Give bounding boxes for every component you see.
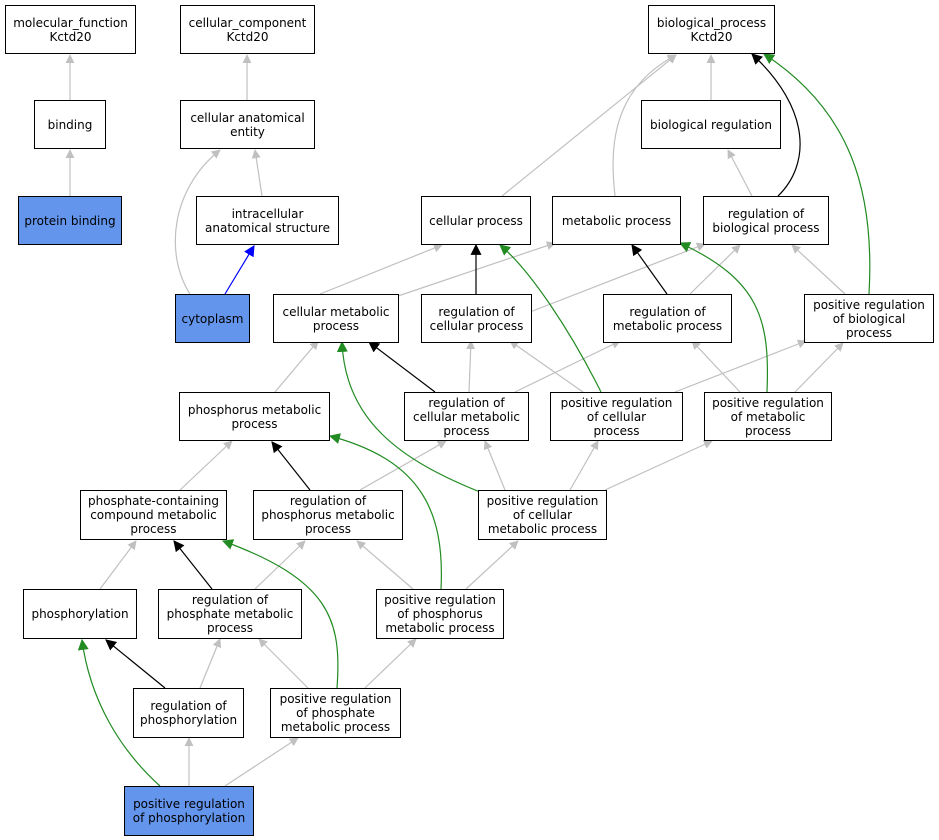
node-phosphorus-metabolic-process[interactable]: phosphorus metabolic process bbox=[179, 392, 330, 441]
edge-phosphate-cont-phos-met bbox=[179, 440, 233, 491]
edge-reg-phos-met-phos-met bbox=[271, 441, 311, 491]
edge-pos-reg-phos-met-pos-reg-cell-met bbox=[465, 540, 519, 590]
node-positive-regulation-of-biological-process[interactable]: positive regulation of biological proces… bbox=[804, 294, 934, 343]
node-metabolic-process[interactable]: metabolic process bbox=[552, 196, 681, 245]
node-cellular-metabolic-process[interactable]: cellular metabolic process bbox=[273, 294, 399, 343]
edge-pos-reg-phosphate-met-reg-phosphate-met bbox=[258, 638, 309, 689]
edge-reg-cell-met-reg-cell bbox=[466, 340, 476, 393]
edge-pos-reg-phos-met-phos-met bbox=[328, 433, 443, 590]
edge-pos-reg-met-reg-met bbox=[691, 340, 741, 393]
node-regulation-of-cellular-process[interactable]: regulation of cellular process bbox=[421, 294, 532, 343]
edge-pos-reg-cell-met-cell-met bbox=[336, 340, 481, 493]
node-cellular-component-root[interactable]: cellular_component Kctd20 bbox=[180, 5, 315, 54]
edge-reg-phosphate-met-phosphate-cont bbox=[173, 540, 213, 590]
edge-pos-reg-bio-bp bbox=[763, 53, 871, 295]
edge-pos-reg-phosphate-met-phosphate-cont bbox=[221, 539, 339, 689]
edge-cell-proc-bp bbox=[501, 54, 677, 197]
node-protein-binding[interactable]: protein binding bbox=[18, 196, 122, 245]
node-positive-regulation-of-phosphorylation[interactable]: positive regulation of phosphorylation bbox=[124, 786, 254, 836]
edge-pos-reg-cell-reg-cell bbox=[509, 340, 584, 393]
edge-pos-reg-phos-met-reg-phos-met bbox=[356, 540, 414, 590]
node-regulation-of-cellular-metabolic-process[interactable]: regulation of cellular metabolic process bbox=[404, 392, 529, 441]
node-cellular-anatomical-entity[interactable]: cellular anatomical entity bbox=[180, 100, 315, 149]
node-positive-regulation-of-metabolic-process[interactable]: positive regulation of metabolic process bbox=[704, 392, 832, 441]
edge-pos-reg-met-met-proc-reg bbox=[679, 242, 769, 393]
node-positive-regulation-of-cellular-process[interactable]: positive regulation of cellular process bbox=[550, 392, 683, 441]
edge-pos-reg-met-pos-reg-bio bbox=[794, 342, 844, 393]
node-positive-regulation-of-phosphate-metabolic-process[interactable]: positive regulation of phosphate metabol… bbox=[270, 688, 401, 738]
edge-pos-reg-cell-cell-proc bbox=[499, 244, 602, 393]
node-binding[interactable]: binding bbox=[34, 100, 106, 149]
edge-pos-reg-cell-met-pos-reg-cell bbox=[569, 440, 599, 491]
edge-pos-reg-phosphate-met-pos-reg-phos-met bbox=[364, 638, 417, 689]
edge-pos-reg-phosphorylation-pos-reg-phosphate-met bbox=[224, 737, 299, 787]
node-molecular-function-root[interactable]: molecular_function Kctd20 bbox=[5, 5, 136, 54]
edge-reg-bio-bio-reg bbox=[727, 149, 753, 197]
node-cellular-process[interactable]: cellular process bbox=[421, 196, 531, 245]
edge-cell-met-cell-proc bbox=[319, 243, 443, 295]
edge-pos-reg-cell-met-reg-cell-met bbox=[483, 440, 506, 491]
edge-reg-cell-reg-bio bbox=[529, 242, 706, 313]
edge-reg-bio-bp bbox=[751, 53, 801, 197]
node-regulation-of-metabolic-process[interactable]: regulation of metabolic process bbox=[603, 294, 732, 343]
node-regulation-of-biological-process[interactable]: regulation of biological process bbox=[703, 196, 829, 245]
node-intracellular-anatomical-structure[interactable]: intracellular anatomical structure bbox=[196, 196, 339, 245]
edge-phosphorylation-phosphate-cont bbox=[99, 540, 137, 590]
edge-reg-phosphorylation-reg-phosphate-met bbox=[199, 638, 222, 689]
node-biological-regulation[interactable]: biological regulation bbox=[641, 100, 781, 149]
edge-reg-cell-met-cell-met bbox=[368, 341, 436, 393]
edge-reg-phosphorylation-phosphorylation bbox=[105, 639, 166, 689]
edge-pos-reg-phosphorylation-phosphorylation bbox=[77, 638, 161, 787]
edge-intracellular-cell-anat bbox=[251, 149, 263, 197]
node-regulation-of-phosphorylation[interactable]: regulation of phosphorylation bbox=[133, 688, 244, 738]
node-cytoplasm[interactable]: cytoplasm bbox=[175, 294, 250, 343]
edge-cytoplasm-cell-anat bbox=[174, 149, 221, 295]
node-phosphate-containing-compound-metabolic-process[interactable]: phosphate-containing compound metabolic … bbox=[80, 490, 227, 540]
node-biological-process-root[interactable]: biological_process Kctd20 bbox=[648, 5, 775, 54]
edge-cytoplasm-intracellular bbox=[224, 245, 255, 295]
edge-met-proc-bp bbox=[612, 54, 677, 197]
edge-reg-phosphate-met-reg-phos-met bbox=[254, 540, 306, 590]
edge-reg-phos-met-reg-cell-met bbox=[359, 440, 447, 491]
edge-pos-reg-bio-reg-bio bbox=[791, 244, 846, 295]
node-positive-regulation-of-cellular-metabolic-process[interactable]: positive regulation of cellular metaboli… bbox=[478, 490, 607, 540]
edge-pos-reg-cell-pos-reg-bio bbox=[674, 339, 807, 393]
edge-reg-met-met-proc bbox=[631, 244, 668, 295]
node-regulation-of-phosphorus-metabolic-process[interactable]: regulation of phosphorus metabolic proce… bbox=[253, 490, 403, 540]
node-phosphorylation[interactable]: phosphorylation bbox=[23, 589, 137, 639]
edge-reg-cell-met-reg-met bbox=[514, 340, 621, 393]
node-regulation-of-phosphate-metabolic-process[interactable]: regulation of phosphate metabolic proces… bbox=[158, 589, 302, 639]
node-positive-regulation-of-phosphorus-metabolic-process[interactable]: positive regulation of phosphorus metabo… bbox=[376, 589, 504, 639]
edge-reg-met-reg-bio bbox=[689, 244, 741, 295]
edge-pos-reg-cell-met-pos-reg-met bbox=[604, 440, 713, 491]
edge-phos-met-cell-met bbox=[274, 340, 319, 393]
